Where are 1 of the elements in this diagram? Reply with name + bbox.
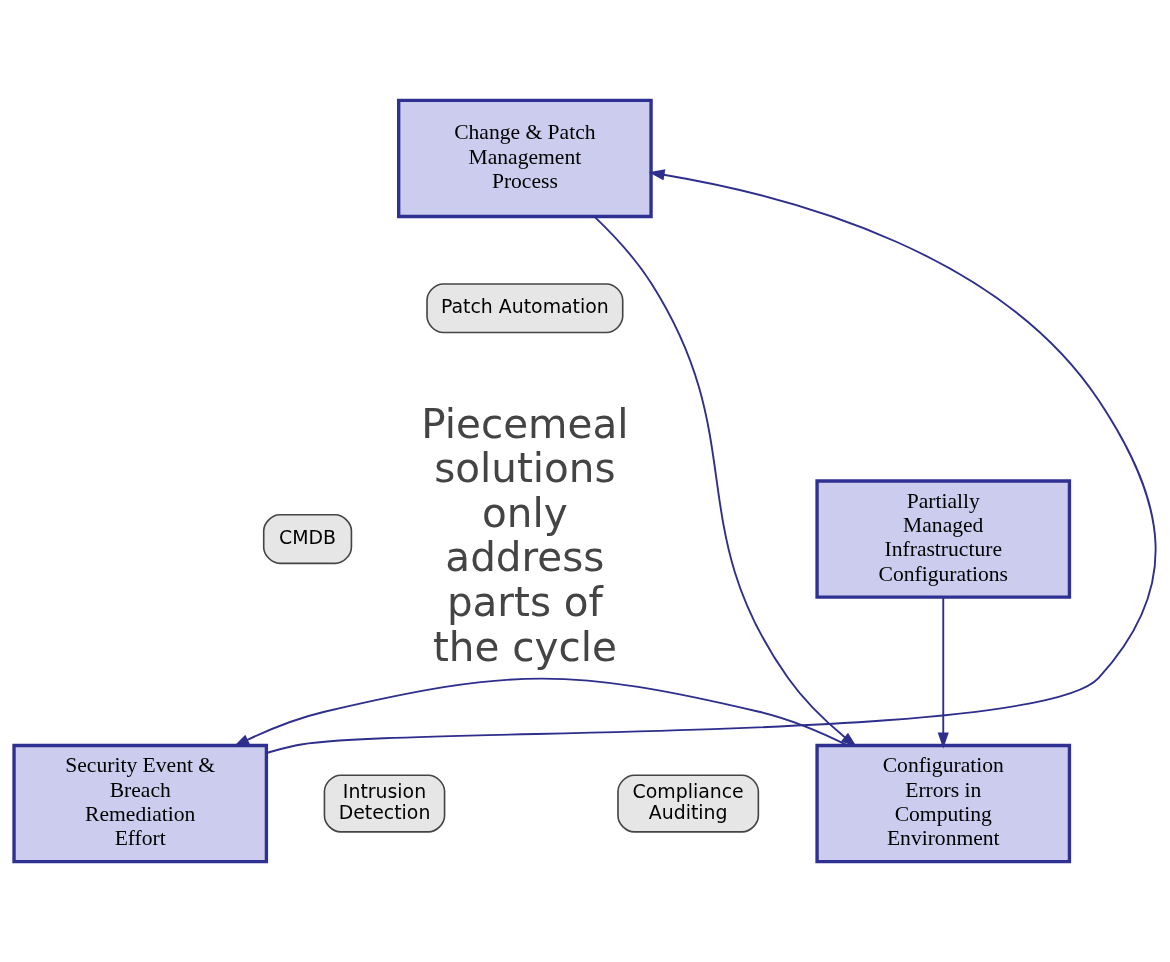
label: Piecemeal solutions only address parts of the cycle — [421, 399, 629, 671]
